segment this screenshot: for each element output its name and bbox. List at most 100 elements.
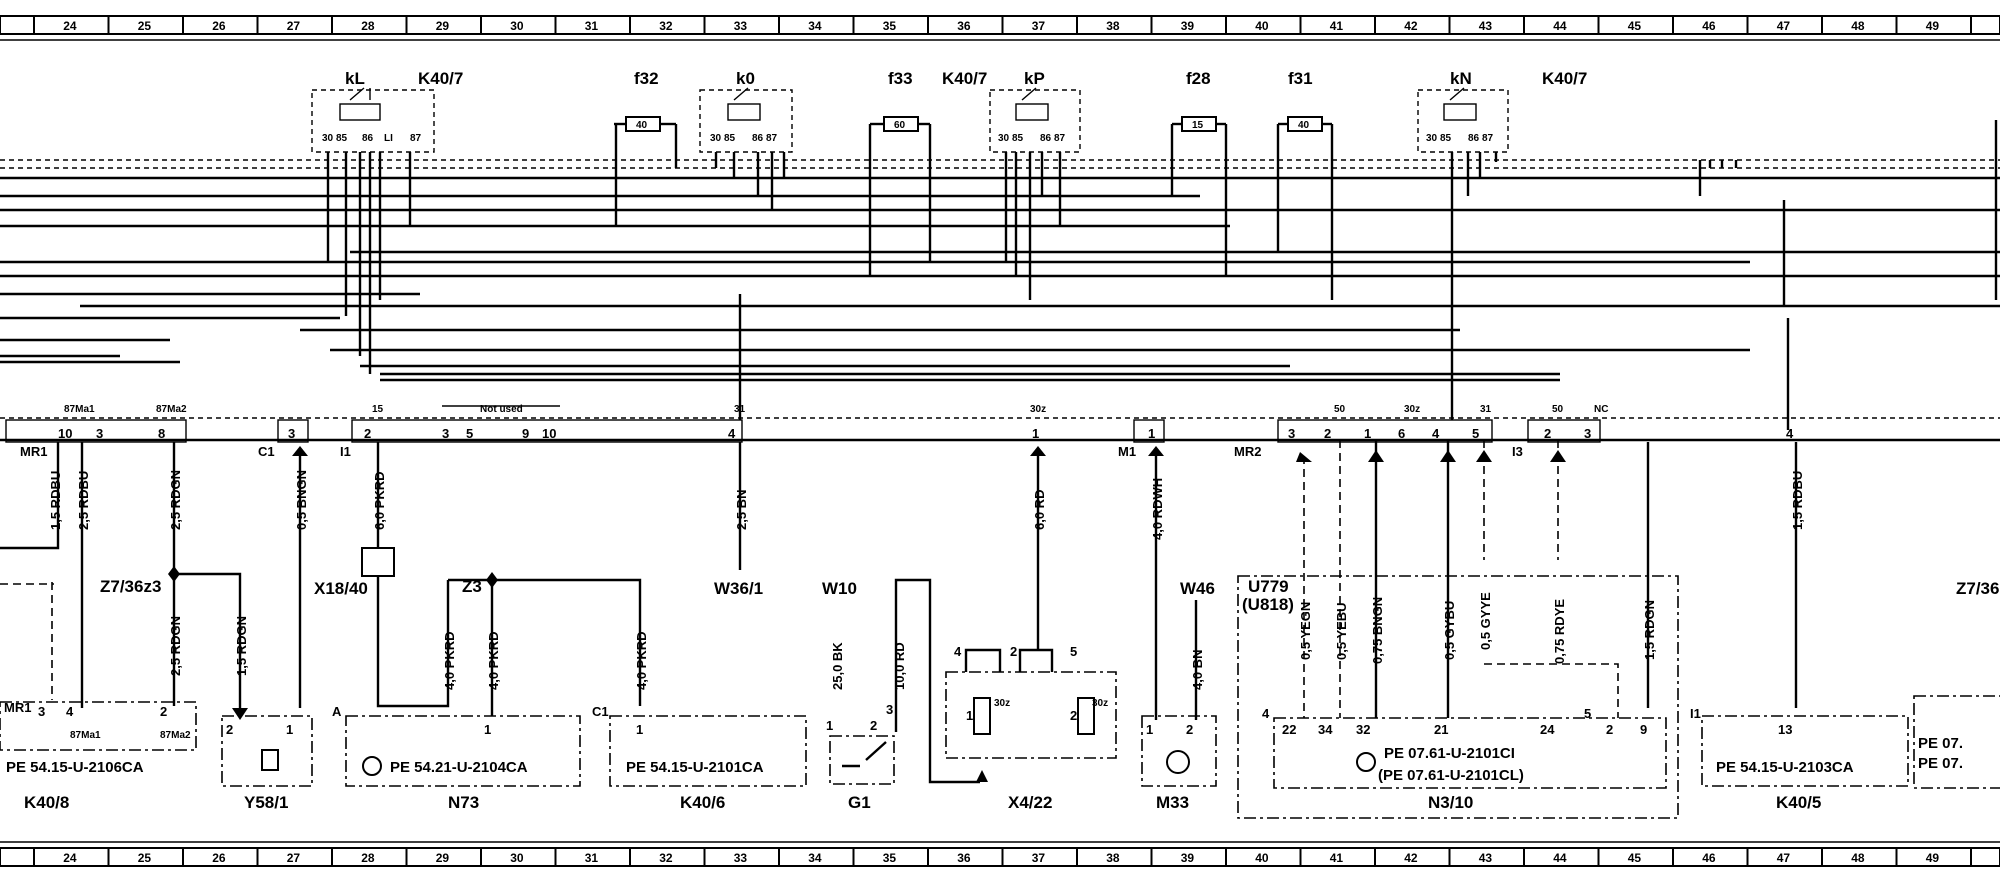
grid-column-number: 38 bbox=[1106, 851, 1120, 865]
connector-mr1: MR1 87Ma1 10 3 87Ma2 8 bbox=[5, 404, 187, 459]
svg-text:I1: I1 bbox=[340, 444, 351, 459]
svg-text:MR2: MR2 bbox=[1234, 444, 1261, 459]
svg-text:1: 1 bbox=[484, 722, 491, 737]
svg-text:9: 9 bbox=[522, 426, 529, 441]
wire-label: 25,0 BK bbox=[830, 642, 845, 690]
component-y58-1: 2 1 Y58/1 bbox=[221, 708, 313, 812]
svg-text:2: 2 bbox=[226, 722, 233, 737]
ground-w10: W10 bbox=[822, 579, 857, 598]
svg-text:87: 87 bbox=[410, 133, 422, 144]
grid-column-number: 34 bbox=[808, 19, 822, 33]
splice-z7-36z3: Z7/36z3 bbox=[100, 577, 161, 596]
wire-label: 4,0 BN bbox=[1190, 650, 1205, 690]
grid-column-number: 36 bbox=[957, 851, 971, 865]
relay-kn: 30 85 86 87 bbox=[1417, 87, 1509, 153]
svg-text:31: 31 bbox=[734, 404, 746, 415]
grid-column-number: 28 bbox=[361, 851, 375, 865]
wire-label: 4,0 RDWH bbox=[1150, 478, 1165, 540]
svg-text:3: 3 bbox=[96, 426, 103, 441]
svg-text:2: 2 bbox=[160, 704, 167, 719]
connector-c1: C1 3 bbox=[258, 419, 309, 459]
pe-reference: PE 54.15-U-2101CA bbox=[626, 759, 764, 776]
svg-text:4: 4 bbox=[1262, 706, 1270, 721]
svg-text:2: 2 bbox=[1010, 644, 1017, 659]
svg-text:2: 2 bbox=[1606, 722, 1613, 737]
grid-column-number: 46 bbox=[1702, 19, 1716, 33]
component-n3-10: 4 22 34 32 21 24 5 2 9 PE 07.61-U-2101CI… bbox=[1262, 706, 1667, 812]
wire-label: 0,75 BNGN bbox=[1370, 597, 1385, 664]
connector-right: 4 bbox=[1786, 426, 1794, 441]
svg-text:85: 85 bbox=[336, 133, 348, 144]
svg-text:32: 32 bbox=[1356, 722, 1370, 737]
svg-text:86: 86 bbox=[1040, 133, 1052, 144]
connector-x18-40: X18/40 bbox=[314, 579, 368, 598]
module-k40-7-label-2: K40/7 bbox=[942, 69, 987, 88]
component-right-partial: PE 07. PE 07. bbox=[1913, 695, 2000, 789]
svg-text:5: 5 bbox=[466, 426, 473, 441]
grid-column-number: 27 bbox=[287, 19, 301, 33]
wire-label: 6,0 RD bbox=[1032, 490, 1047, 530]
component-code: X4/22 bbox=[1008, 793, 1052, 812]
component-code: K40/5 bbox=[1776, 793, 1821, 812]
grid-column-number: 46 bbox=[1702, 851, 1716, 865]
grid-column-number: 49 bbox=[1926, 19, 1940, 33]
grid-column-number: 43 bbox=[1479, 851, 1493, 865]
ground-w36-1: W36/1 bbox=[714, 579, 763, 598]
svg-text:40: 40 bbox=[636, 120, 648, 131]
svg-text:50: 50 bbox=[1334, 404, 1346, 415]
svg-text:M1: M1 bbox=[1118, 444, 1136, 459]
svg-text:5: 5 bbox=[1070, 644, 1077, 659]
fuse-f32-label: f32 bbox=[634, 69, 659, 88]
connector-mr1-label: MR1 bbox=[20, 444, 47, 459]
svg-text:8: 8 bbox=[158, 426, 165, 441]
svg-text:3: 3 bbox=[38, 704, 45, 719]
svg-text:21: 21 bbox=[1434, 722, 1448, 737]
connector-i1: I1 15 2 3 5 9 10 Not used 31 4 bbox=[340, 404, 746, 459]
pe-reference: PE 54.21-U-2104CA bbox=[390, 759, 528, 776]
svg-text:A: A bbox=[332, 704, 342, 719]
svg-text:24: 24 bbox=[1540, 722, 1555, 737]
svg-text:30z: 30z bbox=[1030, 404, 1046, 415]
grid-column-number: 28 bbox=[361, 19, 375, 33]
module-k40-7-label-3: K40/7 bbox=[1542, 69, 1587, 88]
svg-text:15: 15 bbox=[1192, 120, 1204, 131]
grid-column-number: 37 bbox=[1032, 19, 1046, 33]
wire-label: 4,0 PKRD bbox=[442, 631, 457, 690]
grid-column-number: 38 bbox=[1106, 19, 1120, 33]
pe-reference: PE 07. bbox=[1918, 735, 1963, 752]
component-code: N3/10 bbox=[1428, 793, 1473, 812]
svg-text:1: 1 bbox=[1032, 426, 1039, 441]
svg-text:87: 87 bbox=[1482, 133, 1494, 144]
svg-text:30: 30 bbox=[710, 133, 722, 144]
svg-text:4: 4 bbox=[728, 426, 736, 441]
svg-text:22: 22 bbox=[1282, 722, 1296, 737]
grid-column-number: 30 bbox=[510, 19, 524, 33]
grid-column-number: 33 bbox=[734, 19, 748, 33]
svg-text:3: 3 bbox=[442, 426, 449, 441]
fuse-f31-label: f31 bbox=[1288, 69, 1313, 88]
grid-column-number: 39 bbox=[1181, 851, 1195, 865]
svg-text:4: 4 bbox=[1432, 426, 1440, 441]
svg-text:87Ma2: 87Ma2 bbox=[160, 730, 191, 741]
grid-column-number: 48 bbox=[1851, 19, 1865, 33]
svg-text:31: 31 bbox=[1480, 404, 1492, 415]
grid-column-number: 41 bbox=[1330, 851, 1344, 865]
svg-text:85: 85 bbox=[1440, 133, 1452, 144]
wire-label: 0,75 RDYE bbox=[1552, 599, 1567, 664]
component-k40-8: MR1 3 4 2 87Ma1 87Ma2 PE 54.15-U-2106CA … bbox=[0, 700, 197, 812]
grid-column-number: 26 bbox=[212, 851, 226, 865]
svg-text:2: 2 bbox=[1070, 708, 1077, 723]
connector-30z: 30z 1 bbox=[1030, 404, 1046, 456]
svg-text:86: 86 bbox=[1468, 133, 1480, 144]
grid-column-number: 40 bbox=[1255, 19, 1269, 33]
component-k40-6: C1 1 PE 54.15-U-2101CA K40/6 bbox=[592, 704, 807, 812]
grid-column-number: 35 bbox=[883, 851, 897, 865]
grid-column-number: 47 bbox=[1777, 19, 1791, 33]
relay-kp: 30 85 86 87 bbox=[989, 87, 1081, 153]
component-code: N73 bbox=[448, 793, 479, 812]
grid-column-number: 33 bbox=[734, 851, 748, 865]
grid-column-number: 35 bbox=[883, 19, 897, 33]
not-used-label: Not used bbox=[480, 404, 523, 415]
